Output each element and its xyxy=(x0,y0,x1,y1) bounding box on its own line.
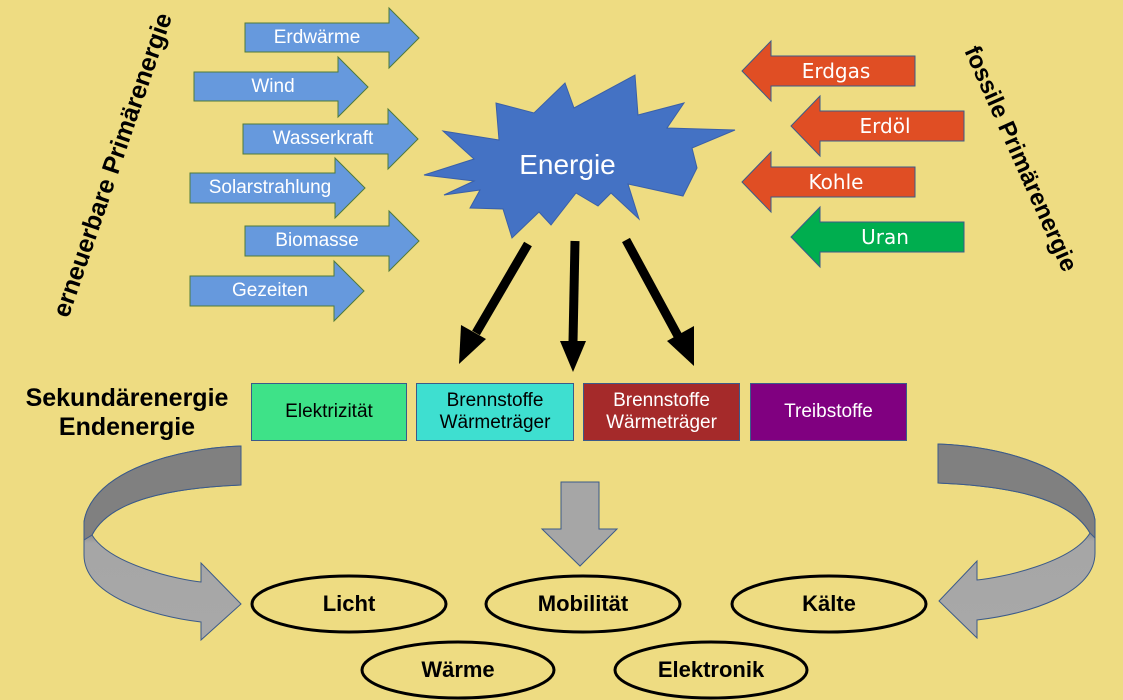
box-treibstoffe: Treibstoffe xyxy=(750,383,907,441)
black-arrow-right xyxy=(622,237,694,366)
box-brennstoffe-waermetraeger-1: Brennstoffe Wärmeträger xyxy=(416,383,574,441)
arrow-erdoel xyxy=(790,94,965,158)
gray-curved-arrow-right-fold xyxy=(937,443,1096,540)
label-kohle: Kohle xyxy=(808,170,864,194)
secondary-heading-line2: Endenergie xyxy=(58,413,196,441)
arrow-gezeiten xyxy=(189,259,365,323)
box-brennstoffe-waermetraeger-2: Brennstoffe Wärmeträger xyxy=(583,383,740,441)
arrow-uran xyxy=(790,205,965,269)
label-solarstrahlung: Solarstrahlung xyxy=(208,177,332,198)
arrow-biomasse xyxy=(244,209,420,273)
use-kaelte: Kälte xyxy=(802,591,856,616)
label-gezeiten: Gezeiten xyxy=(231,280,309,301)
label-erdwaerme: Erdwärme xyxy=(273,27,361,48)
label-wasserkraft: Wasserkraft xyxy=(272,128,374,149)
oval-licht xyxy=(250,574,448,634)
energie-title: Energie xyxy=(519,149,616,180)
energie-starburst xyxy=(423,74,736,239)
gray-curved-arrow-left-fold xyxy=(83,445,242,541)
oval-kaelte xyxy=(730,574,928,634)
arrow-solarstrahlung xyxy=(189,156,366,220)
secondary-heading: Sekundärenergie Endenergie xyxy=(8,384,246,442)
arrow-erdwaerme xyxy=(244,6,420,70)
use-waerme: Wärme xyxy=(421,657,495,682)
label-erdgas: Erdgas xyxy=(801,59,871,83)
black-arrow-middle xyxy=(560,240,586,372)
label-uran: Uran xyxy=(861,225,909,249)
arrow-erdgas xyxy=(741,39,916,103)
label-erdoel: Erdöl xyxy=(859,114,911,138)
black-arrow-left xyxy=(459,241,532,364)
label-wind: Wind xyxy=(251,76,295,97)
arrow-wind xyxy=(193,55,369,119)
secondary-heading-line1: Sekundärenergie xyxy=(25,384,229,412)
arrow-wasserkraft xyxy=(242,107,419,171)
use-mobilitaet: Mobilität xyxy=(537,591,629,616)
gray-down-arrow xyxy=(540,481,619,567)
oval-mobilitaet xyxy=(484,574,682,634)
oval-waerme xyxy=(360,640,556,700)
arrow-kohle xyxy=(741,150,916,214)
use-elektronik: Elektronik xyxy=(657,657,765,682)
box-elektrizitaet: Elektrizität xyxy=(251,383,407,441)
label-biomasse: Biomasse xyxy=(275,230,359,251)
oval-elektronik xyxy=(613,640,809,700)
use-licht: Licht xyxy=(322,591,376,616)
